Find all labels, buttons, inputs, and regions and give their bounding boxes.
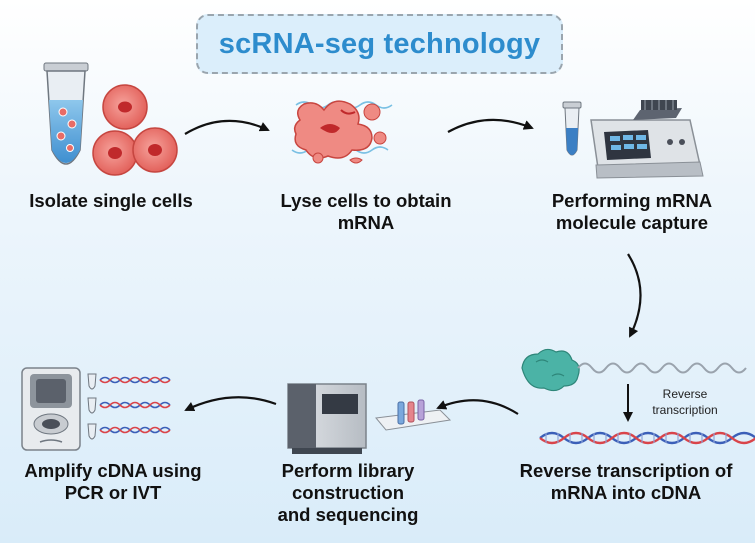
step-label-reverse: Reverse transcription of mRNA into cDNA <box>500 460 752 504</box>
flow-arrow <box>184 396 277 412</box>
step-label-line: mRNA <box>337 212 395 233</box>
step-label-lyse: Lyse cells to obtain mRNA <box>258 190 474 234</box>
step-label-line: Isolate single cells <box>29 190 193 211</box>
step-label-line: Perform library <box>281 460 415 481</box>
note-line: transcription <box>652 403 718 417</box>
sequencer-icon <box>287 383 452 454</box>
pcr-machine-icon <box>21 367 81 451</box>
step-label-line: Reverse transcription of <box>519 460 733 481</box>
step-label-capture: Performing mRNA molecule capture <box>532 190 732 234</box>
cell-icon <box>92 84 178 176</box>
reverse-transcriptase-icon <box>521 348 580 392</box>
flow-arrow <box>447 118 534 133</box>
step-label-amplify: Amplify cDNA using PCR or IVT <box>4 460 222 504</box>
step-label-line: Performing mRNA <box>551 190 713 211</box>
title-box: scRNA-seg technology <box>196 14 563 74</box>
step-label-line: PCR or IVT <box>64 482 162 503</box>
capture-instrument-icon <box>562 100 704 179</box>
lysed-cells-icon <box>291 100 393 164</box>
step-label-line: Amplify cDNA using <box>24 460 202 481</box>
flow-arrow <box>627 253 642 338</box>
mrna-strand <box>577 362 747 374</box>
step-label-line: Lyse cells to obtain <box>280 190 452 211</box>
amplified-cdna-strands <box>99 376 171 434</box>
step-label-line: mRNA into cDNA <box>550 482 702 503</box>
step-label-line: and sequencing <box>277 504 419 525</box>
reverse-transcription-note: Reverse transcription <box>640 386 730 418</box>
flow-arrow <box>436 399 519 415</box>
cdna-helix-icon <box>539 431 755 445</box>
step-label-line: molecule capture <box>555 212 709 233</box>
sample-tube-icon <box>43 62 89 165</box>
step-label-isolate: Isolate single cells <box>8 190 214 212</box>
step-label-line: construction <box>291 482 405 503</box>
step-label-library: Perform library construction and sequenc… <box>262 460 434 526</box>
note-line: Reverse <box>662 387 708 401</box>
diagram-title: scRNA-seg technology <box>218 27 541 60</box>
flow-arrow <box>184 119 270 135</box>
pcr-tubes-icon <box>87 373 97 440</box>
